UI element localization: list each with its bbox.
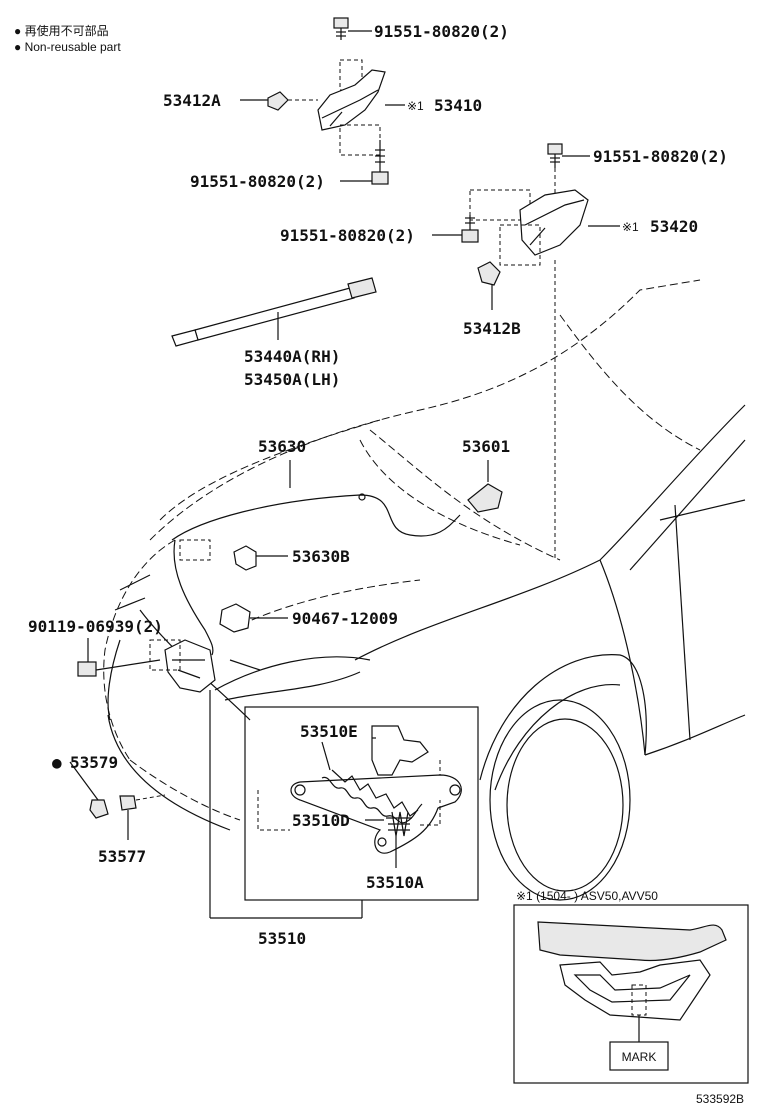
inset-header: ※1 (1504- ) ASV50,AVV50 [516, 889, 658, 903]
label-53630: 53630 [258, 437, 306, 456]
part-labels: 91551-80820(2) 53412A ※1 53410 91551-808… [28, 22, 744, 1106]
label-53420: 53420 [650, 217, 698, 236]
label-53450A: 53450A(LH) [244, 370, 340, 389]
label-53630B: 53630B [292, 547, 350, 566]
screw-53577 [119, 794, 166, 840]
lock-detail-box [244, 706, 479, 901]
label-bolt-right-mid: 91551-80820(2) [280, 226, 415, 245]
label-bolt-top: 91551-80820(2) [374, 22, 509, 41]
bolt-icon [547, 143, 563, 168]
label-53412B: 53412B [463, 319, 521, 338]
label-53579-mark: ● [52, 753, 62, 772]
label-90119: 90119-06939(2) [28, 617, 163, 636]
inset-note-box: MARK ※1 (1504- ) ASV50,AVV50 [513, 889, 749, 1084]
label-bolt-mid-left: 91551-80820(2) [190, 172, 325, 191]
hinge-53420 [432, 143, 620, 560]
label-90467: 90467-12009 [292, 609, 398, 628]
label-53510A: 53510A [366, 873, 424, 892]
label-53510D: 53510D [292, 811, 350, 830]
label-bolt-right-top: 91551-80820(2) [593, 147, 728, 166]
label-53510: 53510 [258, 929, 306, 948]
bolt-icon [371, 140, 389, 185]
hinge-53410 [240, 17, 405, 185]
label-53420-mark: ※1 [622, 220, 639, 234]
label-53579: 53579 [70, 753, 118, 772]
label-53412A: 53412A [163, 91, 221, 110]
grommet-53579 [69, 761, 109, 819]
bolt-icon [461, 215, 479, 243]
hood-lock [77, 638, 363, 919]
hood-support-rod [171, 277, 377, 347]
label-53410: 53410 [434, 96, 482, 115]
label-53440A: 53440A(RH) [244, 347, 340, 366]
legend-item-en: ● Non-reusable part [14, 40, 121, 54]
bolt-icon [77, 638, 97, 677]
mark-label: MARK [622, 1050, 657, 1064]
figure-code: 533592B [696, 1092, 744, 1106]
label-53577: 53577 [98, 847, 146, 866]
bolt-icon [333, 17, 349, 40]
legend: ● 再使用不可部品 ● Non-reusable part [14, 23, 121, 54]
mark-box [609, 1041, 669, 1071]
release-cable-53630 [171, 460, 503, 656]
legend-item-ja: ● 再使用不可部品 [14, 23, 109, 38]
label-53601: 53601 [462, 437, 510, 456]
label-53410-mark: ※1 [407, 99, 424, 113]
car-body-outline [103, 279, 746, 901]
label-53510E: 53510E [300, 722, 358, 741]
